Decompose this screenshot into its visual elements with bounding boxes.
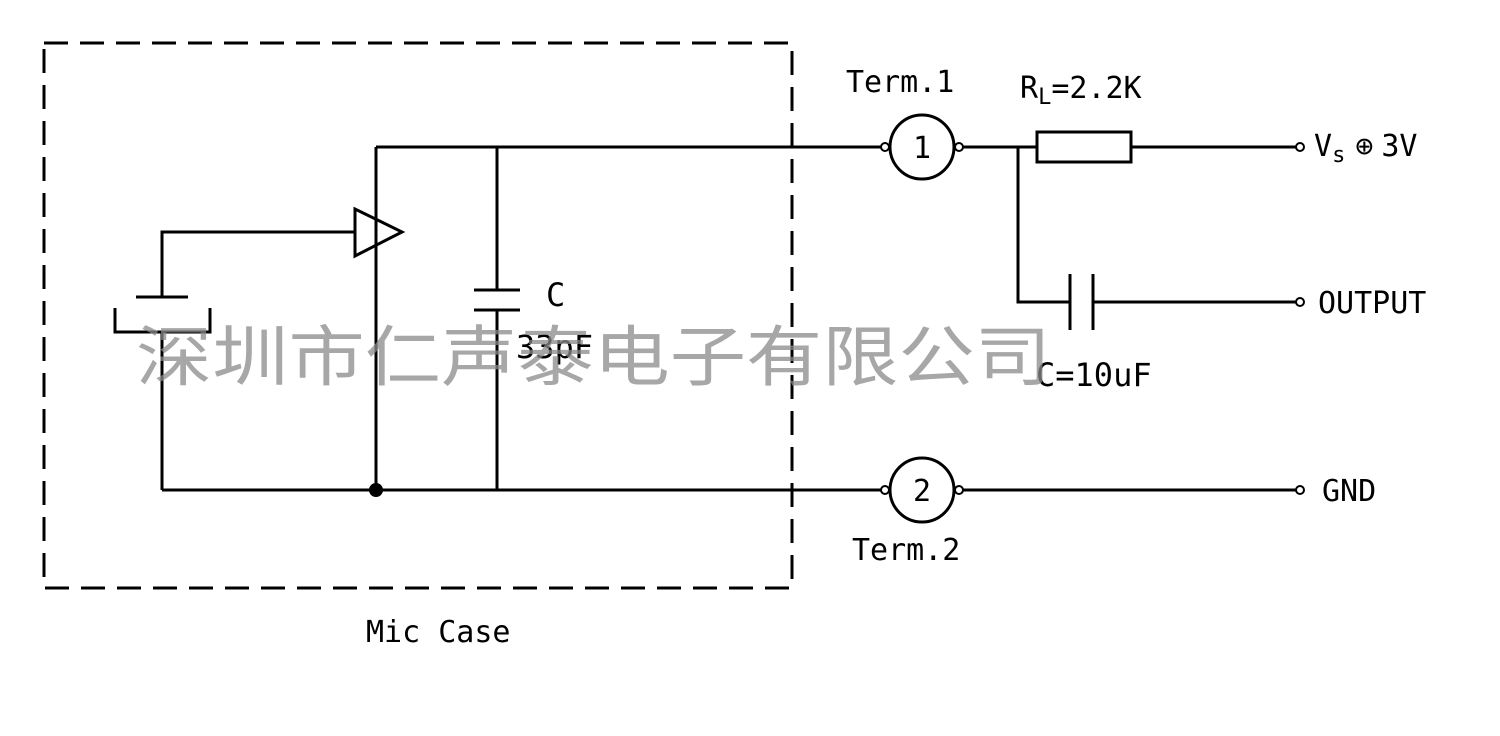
output-branch-wire bbox=[1016, 147, 1070, 304]
output-terminal-node bbox=[1295, 297, 1305, 307]
mic-case-label: Mic Case bbox=[366, 615, 511, 650]
internal-cap-name: C bbox=[546, 276, 565, 314]
output-label: OUTPUT bbox=[1318, 286, 1426, 321]
terminal-2-number: 2 bbox=[913, 474, 931, 509]
internal-cap-value: 33pF bbox=[516, 328, 593, 366]
load-resistor bbox=[1035, 130, 1133, 164]
load-resistor-label: RL=2.2K bbox=[1020, 71, 1142, 110]
gnd-label: GND bbox=[1322, 474, 1376, 509]
terminal-2-left-node bbox=[880, 485, 890, 495]
ground-junction-dot bbox=[369, 483, 383, 497]
terminal-2-right-node bbox=[954, 485, 964, 495]
terminal-1-left-node bbox=[880, 142, 890, 152]
company-watermark: 深圳市仁声泰电子有限公司 bbox=[136, 319, 1051, 396]
gnd-terminal-node bbox=[1295, 485, 1305, 495]
terminal-1-right-node bbox=[954, 142, 964, 152]
mic-case-boundary bbox=[42, 41, 794, 590]
terminal-1-label: Term.1 bbox=[846, 65, 954, 100]
vs-terminal-node bbox=[1295, 142, 1305, 152]
terminal-1-number: 1 bbox=[913, 131, 931, 166]
terminal-2-label: Term.2 bbox=[852, 533, 960, 568]
amp-input-wire bbox=[160, 230, 355, 297]
vs-supply-label: Vs⊕3V bbox=[1314, 129, 1418, 168]
coupling-cap-label: C=10uF bbox=[1036, 356, 1152, 394]
amplifier-triangle bbox=[353, 206, 406, 259]
